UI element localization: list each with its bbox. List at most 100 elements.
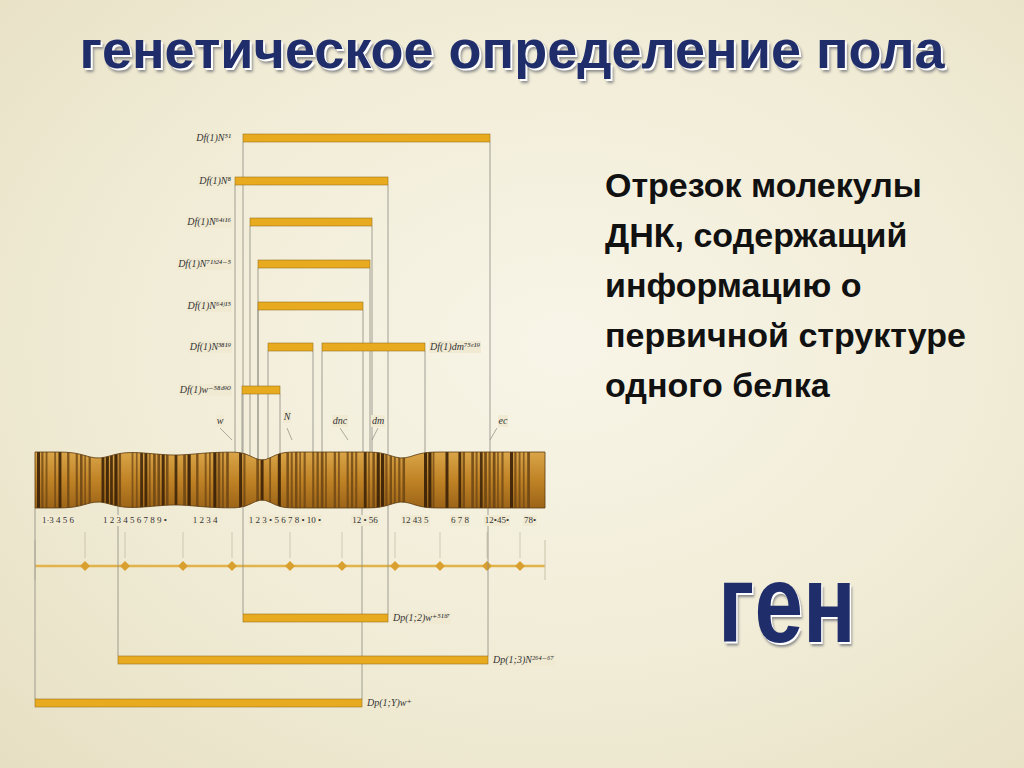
gene-marker: dm (371, 415, 385, 427)
band-number: 12 • 56 (351, 515, 379, 526)
band-stripe (338, 448, 340, 512)
band-stripe (256, 448, 259, 512)
axis-tick (440, 532, 441, 558)
boundary-line (243, 142, 244, 453)
boundary-line (363, 310, 364, 452)
boundary-line (313, 351, 314, 452)
gene-marker: N (283, 411, 292, 423)
axis-tick (183, 532, 184, 558)
band-stripe (458, 448, 461, 512)
band-stripe (166, 448, 169, 512)
deficiency-label: Df(1)w⁻⁵⁸ᵈ⁹⁰ (179, 384, 232, 396)
band-stripe (463, 448, 465, 512)
band-stripe (76, 448, 78, 512)
definition-text: Отрезок молекулы ДНК, содержащий информа… (605, 160, 995, 410)
band-stripe (132, 448, 134, 512)
boundary-line (425, 351, 426, 453)
boundary-line (243, 507, 244, 614)
band-stripe (106, 448, 109, 512)
band-stripe (428, 448, 431, 512)
band-stripe (145, 448, 148, 512)
gene-tick (287, 428, 292, 440)
boundary-line (362, 508, 363, 699)
division-axis (35, 532, 545, 580)
band-stripe (196, 448, 198, 512)
band-stripe (59, 448, 62, 512)
band-stripe (527, 448, 530, 512)
band-stripe (497, 448, 499, 512)
axis-tick (232, 532, 233, 558)
band-stripe (84, 448, 86, 512)
segment-bar (235, 177, 388, 185)
axis-mark (515, 561, 525, 571)
segment-bar (118, 656, 488, 664)
band-stripe (213, 448, 216, 512)
segment-bar (258, 260, 370, 268)
band-stripe (218, 448, 221, 512)
band-stripe (372, 448, 374, 512)
band-stripe (489, 448, 491, 512)
band-stripe (41, 448, 43, 512)
boundary-line (388, 505, 389, 614)
band-stripe (381, 448, 384, 512)
band-stripe (476, 448, 478, 512)
boundary-line (388, 185, 389, 455)
band-stripes (37, 448, 530, 512)
axis-end (545, 540, 546, 580)
band-number: 12•45• (484, 515, 510, 526)
band-stripe (424, 448, 427, 512)
polytene-band (35, 448, 545, 512)
duplication-label: Dp(1;3)N²⁶⁴⁻⁶⁷ (492, 654, 555, 666)
band-stripe (286, 448, 289, 512)
band-stripe (347, 448, 349, 512)
segment-bar (258, 302, 363, 310)
band-number: 78• (523, 515, 537, 526)
boundary-line (258, 268, 259, 459)
axis-tick (487, 532, 488, 558)
band-stripe (493, 448, 496, 512)
boundary-line (118, 506, 119, 656)
band-stripe (149, 448, 151, 512)
axis-mark (390, 561, 400, 571)
band-stripe (136, 448, 138, 512)
band-stripe (291, 448, 293, 512)
segment-bar (242, 386, 280, 394)
deficiency-label: Df(1)N⁷¹ʰ²⁴⁻⁵ (177, 258, 232, 270)
band-outline (35, 452, 545, 508)
axis-mark (227, 561, 237, 571)
boundary-line (268, 351, 269, 459)
band-number: 1 2 3 4 5 6 7 8 9 • (102, 515, 168, 526)
band-stripe (519, 448, 521, 512)
band-stripe (37, 448, 40, 512)
band-stripe (514, 448, 516, 512)
segment-bar (243, 614, 388, 622)
band-stripe (317, 448, 319, 512)
band-number: 1 2 3 • 5 6 7 8 • 10 • (248, 515, 322, 526)
band-stripe (312, 448, 314, 512)
band-stripe (501, 448, 503, 512)
band-stripe (140, 448, 143, 512)
gene-marker: w (216, 415, 225, 427)
axis-mark (285, 561, 295, 571)
deficiency-label: Df(1)N⁵¹ (195, 132, 232, 144)
axis-tick (395, 532, 396, 558)
band-number: 1 2 3 4 (192, 515, 219, 526)
band-stripe (80, 448, 83, 512)
segment-bar (250, 218, 372, 226)
band-stripe (89, 448, 91, 512)
band-stripe (188, 448, 191, 512)
axis-mark (178, 561, 188, 571)
band-stripe (351, 448, 353, 512)
band-stripe (377, 448, 380, 512)
segment-bar (268, 343, 313, 351)
band-stripe (334, 448, 336, 512)
axis-tick (125, 532, 126, 558)
deficiency-label: Df(1)N⁶⁴ⁱ¹⁶ (186, 216, 232, 228)
band-stripe (175, 448, 178, 512)
band-number: 1·3 4 5 6 (41, 515, 75, 526)
band-stripe (510, 448, 513, 512)
band-stripe (446, 448, 449, 512)
band-number: 12 43 5 (401, 515, 430, 526)
